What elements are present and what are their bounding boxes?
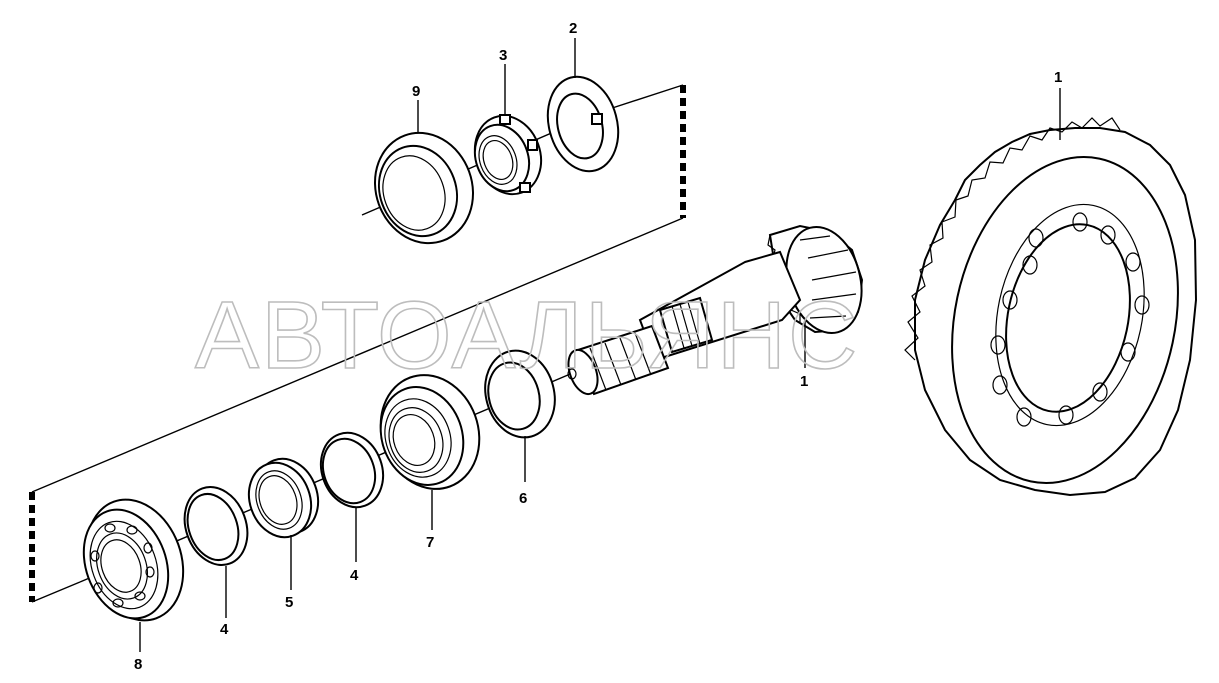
callout-1-ring-gear: 1 xyxy=(1054,69,1062,86)
part-9-seal-ring xyxy=(373,131,475,245)
part-6-thrust-washer xyxy=(484,349,556,439)
callout-4-left: 4 xyxy=(220,621,229,638)
part-2-lock-washer xyxy=(546,75,620,173)
callout-7: 7 xyxy=(426,534,434,551)
callout-8: 8 xyxy=(134,656,142,673)
assembly-frame xyxy=(29,84,686,603)
part-1-ring-gear xyxy=(904,117,1198,497)
callout-labels: 1 1 2 3 9 6 7 4 5 4 8 xyxy=(134,20,1062,673)
part-4-circlip-left xyxy=(183,486,249,566)
leader-lines xyxy=(139,38,1061,652)
callout-1-pinion: 1 xyxy=(800,373,808,390)
callout-4-right: 4 xyxy=(350,567,359,584)
part-4-circlip-right xyxy=(319,431,385,509)
part-7-ball-bearing xyxy=(379,374,481,490)
part-8-roller-bearing xyxy=(82,498,185,622)
callout-6: 6 xyxy=(519,490,527,507)
callout-9: 9 xyxy=(412,83,420,100)
callout-2: 2 xyxy=(569,20,577,37)
watermark-text: АВТОАЛЬЯНС xyxy=(195,282,859,389)
part-3-slotted-nut xyxy=(473,114,543,196)
part-5-bearing-race xyxy=(247,457,320,539)
callout-5: 5 xyxy=(285,594,293,611)
part-1-pinion-shaft xyxy=(567,224,864,396)
callout-3: 3 xyxy=(499,47,507,64)
